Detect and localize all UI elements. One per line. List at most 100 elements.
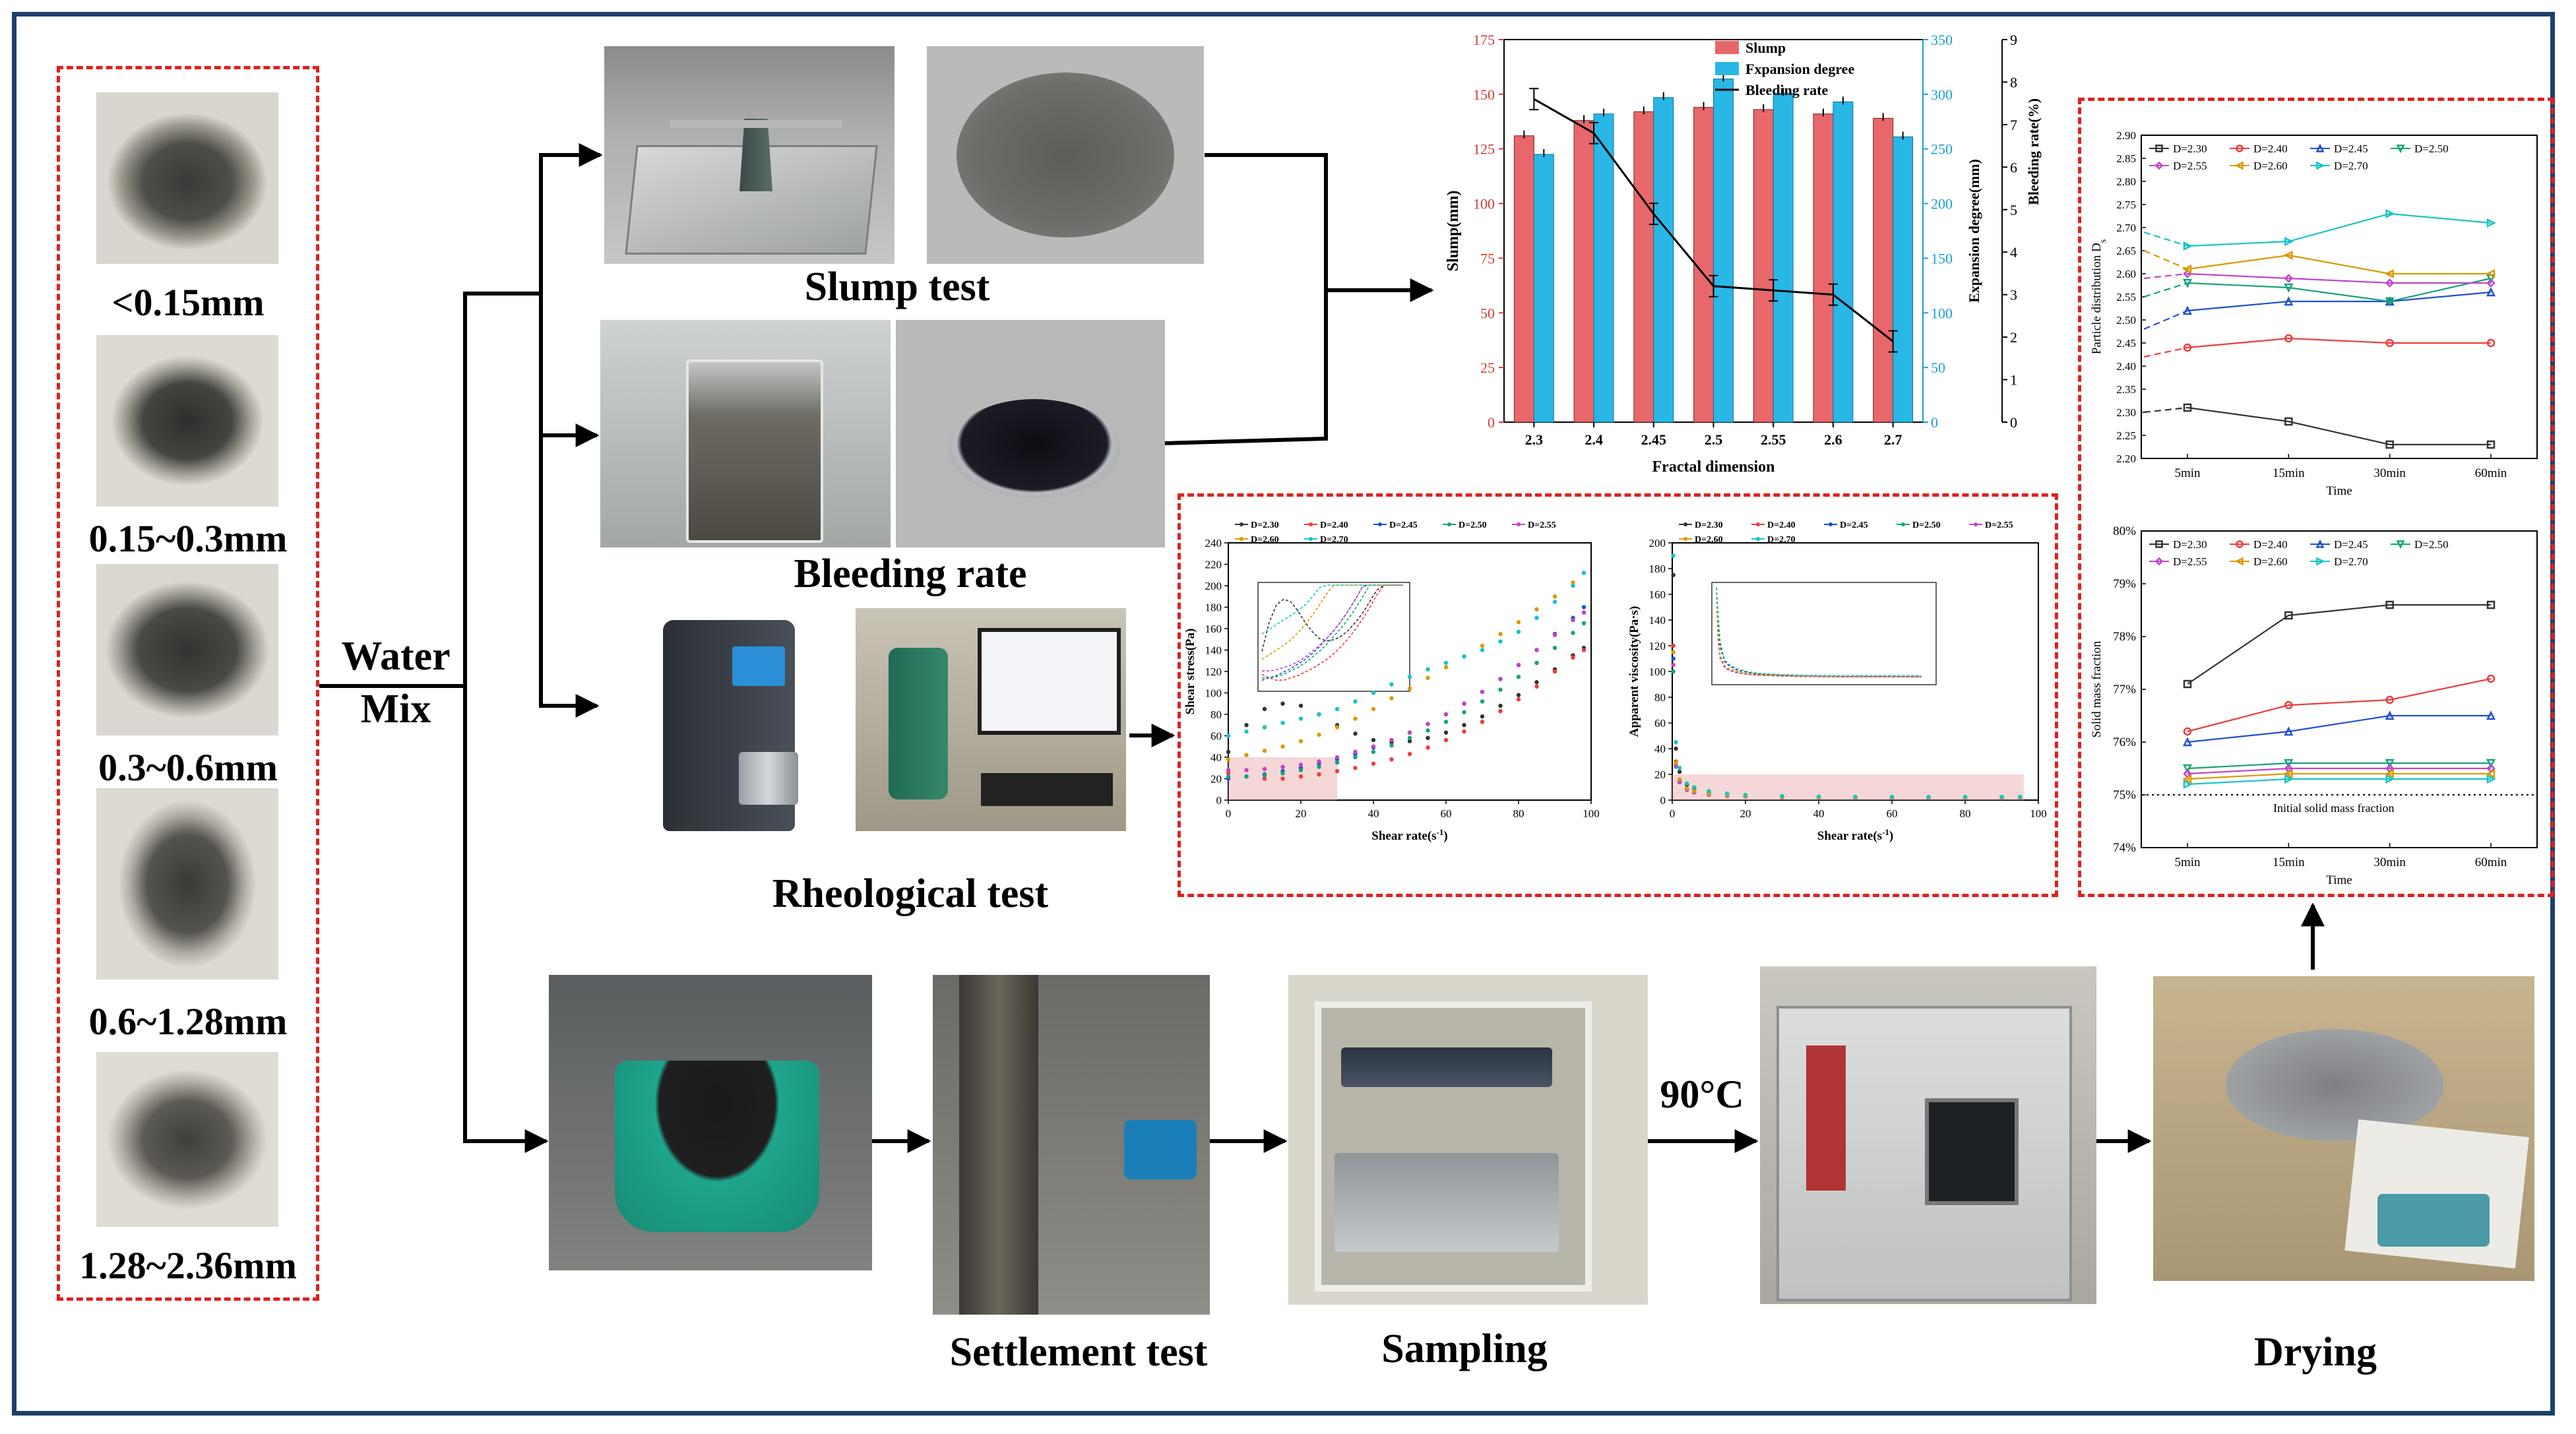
data-point-D=2.30: [1426, 735, 1430, 740]
data-point-D=2.40: [1262, 776, 1267, 781]
data-point-D=2.70: [2486, 218, 2496, 228]
beaker-photo: [600, 320, 891, 547]
third-tick-label: 0: [2010, 414, 2017, 431]
x-tick-label: 20: [1296, 807, 1307, 820]
x-tick-label: 2.5: [1705, 431, 1723, 448]
data-point-D=2.30: [1407, 739, 1412, 743]
data-point-D=2.30: [2183, 679, 2192, 689]
y-tick-label: 160: [1205, 623, 1222, 635]
legend-label-D=2.40: D=2.40: [2253, 142, 2288, 155]
data-point-D=2.45: [2284, 726, 2294, 736]
data-point-D=2.70: [1552, 600, 1557, 604]
data-point-D=2.50: [1407, 735, 1412, 740]
data-point-D=2.70: [2284, 774, 2294, 784]
data-point-D=2.50: [1426, 728, 1430, 733]
reference-line-label: Initial solid mass fraction: [2273, 801, 2394, 815]
inset-curve-D=2.55: [1716, 587, 1922, 677]
data-point-D=2.40: [1407, 751, 1412, 757]
sample-label-1: <0.15mm: [111, 281, 265, 324]
bar-expansion: [1893, 136, 1914, 423]
x-tick-label: 60: [1441, 807, 1452, 820]
sample-tray-top: [1341, 1047, 1552, 1087]
data-point-D=2.70: [1262, 725, 1267, 730]
legend-marker-D=2.30: [1683, 522, 1687, 526]
x-tick-label: 40: [1368, 807, 1379, 820]
y-tick-label: 2.40: [2116, 360, 2136, 373]
data-point-D=2.40: [2284, 701, 2293, 710]
arrow-to-slump: [539, 143, 603, 294]
x-tick-label: 0: [1670, 807, 1676, 820]
series-line-D=2.30: [2187, 604, 2491, 685]
legend-label-D=2.30: D=2.30: [2173, 538, 2207, 551]
bleeding-rate-label: Bleeding rate: [794, 551, 1027, 596]
data-point-D=2.50: [2284, 759, 2294, 768]
data-point-D=2.50: [2284, 283, 2294, 293]
data-point-D=2.60: [1674, 761, 1678, 765]
data-point-D=2.30: [1244, 723, 1249, 728]
y-tick-label: 2.90: [2116, 129, 2136, 142]
bar-expansion: [1713, 78, 1734, 423]
rheometer-cup: [739, 752, 798, 805]
data-point-D=2.60: [1280, 744, 1285, 749]
keyboard: [981, 773, 1113, 806]
data-point-D=2.55: [1353, 749, 1358, 755]
data-point-D=2.40: [1280, 776, 1285, 781]
data-point-D=2.70: [1389, 682, 1394, 687]
left-tick-label: 0: [1488, 414, 1495, 431]
data-point-D=2.45: [2182, 737, 2193, 747]
legend-label-D=2.30: D=2.30: [2173, 142, 2207, 155]
data-point-D=2.55: [1317, 759, 1321, 764]
y-tick-label: 2.25: [2116, 429, 2136, 442]
scale: [2377, 1194, 2490, 1247]
series-line-D=2.55: [2187, 272, 2491, 284]
legend-label-D=2.30: D=2.30: [1251, 520, 1279, 530]
legend-swatch-expansion: [1715, 62, 1739, 75]
data-point-D=2.70: [1674, 740, 1678, 745]
data-point-D=2.60: [2283, 768, 2293, 779]
y-tick-label: 2.75: [2116, 199, 2136, 211]
legend-label-D=2.55: D=2.55: [1985, 520, 2013, 530]
series-line-D=2.30: [2187, 406, 2491, 446]
x-tick-label: 2.55: [1761, 431, 1786, 448]
sampling-oven-photo: [1288, 975, 1648, 1305]
x-tick-label: 30min: [2373, 466, 2406, 480]
data-point-D=2.55: [1581, 610, 1586, 615]
right-tick-label: 250: [1931, 141, 1953, 158]
legend-label-D=2.60: D=2.60: [1695, 535, 1723, 545]
series-line-D=2.50: [2187, 277, 2492, 303]
series-line-D=2.40: [2187, 677, 2492, 733]
x-tick-label: 80: [1513, 807, 1524, 820]
data-point-D=2.55: [1426, 722, 1430, 726]
y-axis-title: Shear stress(Pa): [1183, 629, 1197, 715]
legend-label-slump: Slump: [1745, 40, 1786, 56]
y-tick-label: 160: [1649, 588, 1666, 601]
legend-marker-D=2.40: [2236, 144, 2244, 152]
series-line-D=2.70: [2187, 212, 2492, 247]
data-point-D=2.60: [1407, 686, 1412, 691]
slump-spread-photo: [927, 46, 1204, 264]
y-tick-label: 60: [1654, 717, 1666, 730]
data-point-D=2.40: [1298, 774, 1304, 779]
data-point-D=2.30: [1674, 746, 1678, 751]
data-point-D=2.60: [2486, 268, 2496, 279]
x-tick-label: 40: [1813, 807, 1825, 820]
y-tick-label: 40: [1654, 743, 1666, 755]
settlement-column: [959, 975, 1038, 1315]
y-tick-label: 2.60: [2116, 268, 2136, 280]
legend-marker-D=2.50: [1447, 522, 1451, 526]
data-point-D=2.55: [1480, 689, 1485, 695]
data-point-D=2.55: [1671, 663, 1676, 668]
y-axis-title-sub: s: [2098, 239, 2108, 243]
legend-marker-D=2.45: [1829, 522, 1833, 526]
data-point-D=2.40: [1226, 771, 1231, 776]
drying-oven-photo: [1760, 966, 2096, 1304]
sample-photo-1: [96, 92, 278, 264]
arrow-to-rheology: [539, 435, 600, 718]
data-point-D=2.30: [1353, 732, 1358, 736]
rheological-test-label: Rheological test: [772, 871, 1049, 916]
data-point-D=2.40: [1581, 648, 1586, 652]
legend-marker-D=2.45: [2315, 539, 2325, 548]
data-point-D=2.40: [1426, 745, 1430, 750]
y-tick-label: 40: [1210, 751, 1222, 764]
data-point-D=2.60: [1677, 777, 1682, 782]
